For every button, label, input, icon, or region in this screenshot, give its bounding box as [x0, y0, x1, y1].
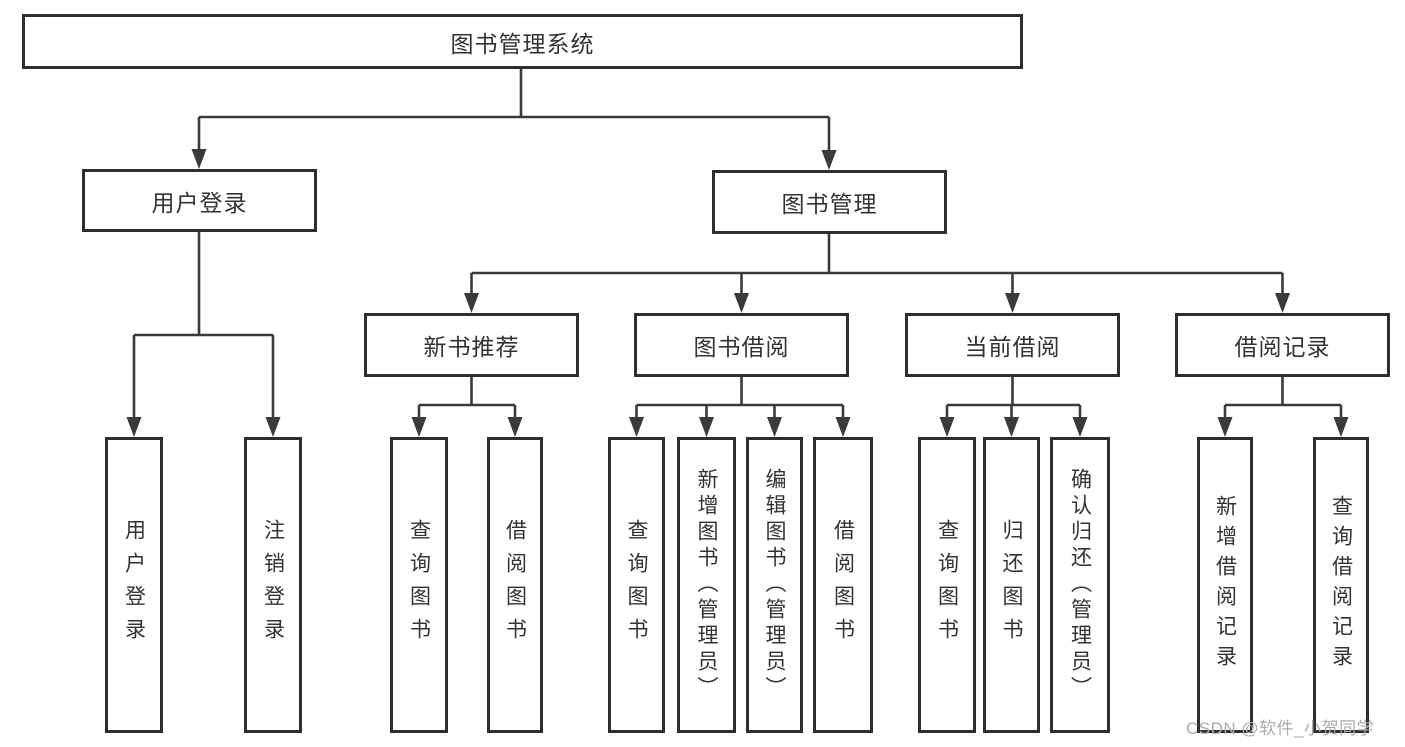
arrowhead: [835, 417, 851, 437]
edge-current-borrow-to-leaves: [939, 377, 1088, 437]
arrowhead: [1004, 417, 1019, 437]
leaf-newbooks-borrow-books: 借阅图书: [487, 437, 543, 733]
leaf-records-add-record-label: 新增借阅记录: [1213, 495, 1237, 675]
leaf-newbooks-query-books-label: 查询图书: [407, 519, 431, 651]
edge-book-borrow-to-leaves: [629, 377, 851, 437]
leaf-borrow-query-books: 查询图书: [608, 437, 665, 733]
node-new-books-label: 新书推荐: [423, 334, 520, 360]
node-current-borrow: 当前借阅: [905, 313, 1120, 377]
leaf-borrow-edit-books-admin-label: 编辑图书（管理员）: [763, 468, 786, 702]
leaf-current-confirm-return-admin-label: 确认归还（管理员）: [1068, 468, 1092, 702]
arrowhead: [1072, 417, 1088, 437]
arrowhead: [411, 417, 427, 437]
arrowhead: [699, 417, 714, 437]
leaf-borrow-add-books-admin-label: 新增图书（管理员）: [695, 468, 718, 702]
leaf-borrow-edit-books-admin: 编辑图书（管理员）: [746, 437, 803, 733]
edge-new-books-to-leaves: [411, 377, 523, 437]
arrowhead: [629, 417, 644, 437]
arrowhead: [126, 417, 142, 437]
node-user-login-label: 用户登录: [151, 189, 248, 216]
leaf-logout-label: 注销登录: [261, 519, 285, 651]
node-new-books: 新书推荐: [364, 313, 579, 377]
arrowhead: [734, 293, 749, 313]
node-book-borrow-label: 图书借阅: [693, 334, 790, 360]
edge-borrow-records-to-leaves: [1217, 377, 1349, 437]
node-user-login: 用户登录: [82, 169, 317, 232]
leaf-current-query-books: 查询图书: [918, 437, 976, 733]
leaf-records-add-record: 新增借阅记录: [1197, 437, 1253, 733]
leaf-newbooks-query-books: 查询图书: [390, 437, 448, 733]
arrowhead: [1333, 417, 1349, 437]
node-root: 图书管理系统: [22, 14, 1023, 69]
leaf-borrow-borrow-books-label: 借阅图书: [831, 519, 855, 651]
leaf-current-return-books: 归还图书: [983, 437, 1040, 733]
arrowhead: [507, 417, 523, 437]
edge-book-mgmt-to-level3: [464, 234, 1290, 313]
leaf-records-query-record-label: 查询借阅记录: [1329, 495, 1353, 675]
leaf-newbooks-borrow-books-label: 借阅图书: [503, 519, 527, 651]
node-book-mgmt-label: 图书管理: [781, 191, 878, 217]
node-root-label: 图书管理系统: [450, 30, 595, 57]
leaf-borrow-borrow-books: 借阅图书: [813, 437, 873, 733]
arrowhead: [939, 417, 955, 437]
leaf-logout: 注销登录: [244, 437, 302, 733]
node-book-borrow: 图书借阅: [634, 313, 849, 377]
arrowhead: [265, 417, 281, 437]
leaf-current-confirm-return-admin: 确认归还（管理员）: [1050, 437, 1110, 733]
leaf-user-login-label: 用户登录: [122, 519, 146, 651]
leaf-borrow-add-books-admin: 新增图书（管理员）: [677, 437, 736, 733]
leaf-user-login: 用户登录: [105, 437, 163, 733]
leaf-borrow-query-books-label: 查询图书: [625, 519, 648, 651]
edge-root-to-level2: [191, 69, 837, 170]
node-current-borrow-label: 当前借阅: [964, 334, 1061, 360]
arrowhead: [1275, 293, 1290, 313]
watermark: CSDN @软件_小贺同学: [1186, 719, 1375, 738]
node-borrow-records: 借阅记录: [1175, 313, 1390, 377]
arrowhead: [191, 149, 207, 169]
edge-user-login-to-leaves: [126, 232, 281, 437]
arrowhead: [767, 417, 782, 437]
arrowhead: [821, 150, 837, 170]
leaf-current-query-books-label: 查询图书: [935, 519, 959, 651]
leaf-records-query-record: 查询借阅记录: [1313, 437, 1369, 733]
node-book-mgmt: 图书管理: [712, 170, 947, 234]
leaf-current-return-books-label: 归还图书: [1000, 519, 1023, 651]
node-borrow-records-label: 借阅记录: [1234, 334, 1331, 360]
arrowhead: [1005, 293, 1020, 313]
arrowhead: [464, 293, 479, 313]
arrowhead: [1217, 417, 1233, 437]
